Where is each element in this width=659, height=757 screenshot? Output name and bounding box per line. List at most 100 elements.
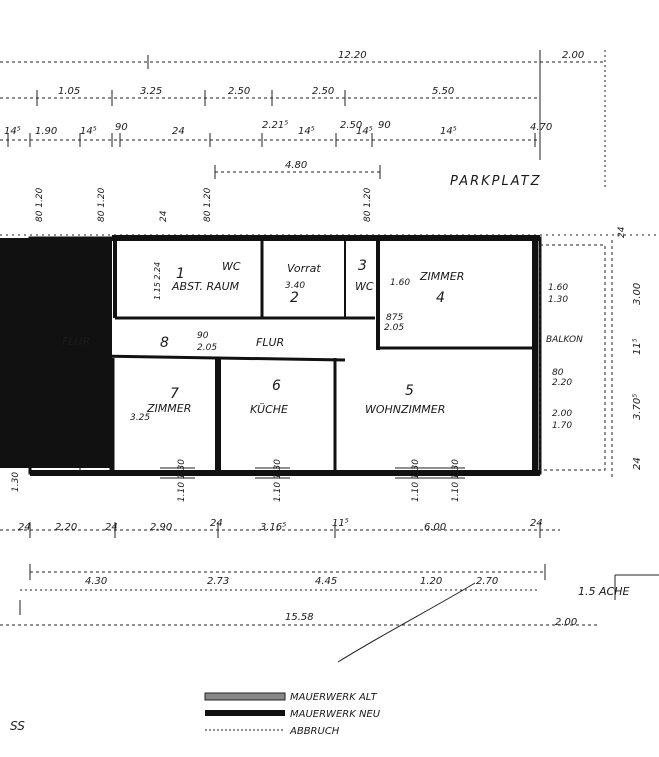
balcony xyxy=(539,244,606,471)
dimension-labels-top: 12.20 2.00 1.05 3.25 2.50 2.50 5.50 14⁵ … xyxy=(4,50,584,171)
dim-row3-8: 2.50 xyxy=(340,120,362,131)
svg-text:2.90: 2.90 xyxy=(150,522,172,533)
svg-text:24: 24 xyxy=(530,518,543,529)
windows-bottom xyxy=(160,467,465,479)
dim-row3-10: 90 xyxy=(378,120,391,131)
room-5-name: WOHNZIMMER xyxy=(365,403,445,416)
parking-label: PARKPLATZ xyxy=(450,174,542,189)
svg-text:3.25: 3.25 xyxy=(130,413,150,423)
room-7-number: 7 xyxy=(170,386,179,402)
room-7-name: ZIMMER xyxy=(146,402,191,415)
dim-row3-2: 1.90 xyxy=(35,126,57,137)
svg-text:24: 24 xyxy=(105,522,118,533)
dim-row3-9: 14⁵ xyxy=(356,126,373,137)
room-1-name: ABST. RAUM xyxy=(171,280,240,293)
room-3-name: WC xyxy=(355,280,374,293)
dim-top-1: 1.05 xyxy=(58,86,80,97)
room-6-name: KÜCHE xyxy=(250,403,288,416)
room-flur-name: FLUR xyxy=(256,336,284,349)
room-8-number: 8 xyxy=(160,335,169,351)
svg-text:80 1.20: 80 1.20 xyxy=(35,187,45,222)
svg-text:24: 24 xyxy=(632,457,643,470)
svg-text:80 1.20: 80 1.20 xyxy=(363,187,373,222)
room-2-dim: 3.40 xyxy=(285,281,305,291)
svg-text:1.60: 1.60 xyxy=(548,283,568,293)
svg-text:1.30: 1.30 xyxy=(11,472,21,492)
room-4-name: ZIMMER xyxy=(419,270,464,283)
dim-row3-12: 4.70 xyxy=(530,122,552,133)
svg-text:80 1.20: 80 1.20 xyxy=(97,187,107,222)
corner-mark: SS xyxy=(10,719,25,733)
room-2-name: Vorrat xyxy=(287,262,321,275)
room-3-number: 3 xyxy=(358,258,367,274)
dim-row3-5: 24 xyxy=(172,126,185,137)
svg-text:1.10 1.30: 1.10 1.30 xyxy=(411,459,421,502)
svg-text:2.00: 2.00 xyxy=(555,617,577,628)
svg-text:1.70: 1.70 xyxy=(552,421,572,431)
dim-total-top: 12.20 xyxy=(338,50,367,61)
room-1-dim: 1.15 2.24 xyxy=(153,262,162,300)
svg-text:15.58: 15.58 xyxy=(285,612,314,623)
dim-row3-11: 14⁵ xyxy=(440,126,457,137)
svg-text:6.00: 6.00 xyxy=(424,522,446,533)
svg-text:2.73: 2.73 xyxy=(207,576,229,587)
dim-row3-7: 14⁵ xyxy=(298,126,315,137)
dim-corridor: 4.80 xyxy=(285,160,307,171)
dim-balcony-width: 2.00 xyxy=(562,50,584,61)
svg-text:24: 24 xyxy=(159,210,169,222)
redacted-area xyxy=(0,238,112,468)
dim-row3-6: 2.21⁵ xyxy=(262,120,288,131)
svg-text:2.00: 2.00 xyxy=(552,409,572,419)
opening-marks-top: 80 1.20 80 1.20 24 80 1.20 80 1.20 24 xyxy=(35,187,627,238)
dim-row3-1: 14⁵ xyxy=(4,126,21,137)
dim-top-3: 2.50 xyxy=(228,86,250,97)
svg-text:4.30: 4.30 xyxy=(85,576,107,587)
svg-text:80: 80 xyxy=(552,368,564,378)
svg-text:2.20: 2.20 xyxy=(55,522,77,533)
dimension-labels-bottom: 24 2.20 24 2.90 24 3.16⁵ 11⁵ 6.00 24 4.3… xyxy=(18,518,577,628)
legend-new-masonry: MAUERWERK NEU xyxy=(290,709,381,720)
room-6-number: 6 xyxy=(272,378,281,394)
svg-text:3.70⁵: 3.70⁵ xyxy=(632,394,643,420)
svg-text:11⁵: 11⁵ xyxy=(632,338,643,355)
svg-text:1.10 1.30: 1.10 1.30 xyxy=(177,459,187,502)
svg-text:3.00: 3.00 xyxy=(632,283,643,305)
svg-text:4.45: 4.45 xyxy=(315,576,337,587)
svg-text:1.10 1.30: 1.10 1.30 xyxy=(273,459,283,502)
dimension-labels-right: 3.00 11⁵ 3.70⁵ 24 xyxy=(632,283,643,470)
svg-text:1.20: 1.20 xyxy=(420,576,442,587)
svg-text:24: 24 xyxy=(18,522,31,533)
svg-text:875: 875 xyxy=(386,313,403,323)
legend: MAUERWERK ALT MAUERWERK NEU ABBRUCH xyxy=(204,692,381,737)
room-4-number: 4 xyxy=(436,290,445,306)
dim-row3-3: 14⁵ xyxy=(80,126,97,137)
svg-text:3.16⁵: 3.16⁵ xyxy=(260,522,286,533)
dimension-lines-top xyxy=(0,50,659,236)
inner-dims: 1.60 1.30 80 2.20 2.00 1.70 875 2.05 90 … xyxy=(130,278,572,431)
room-1-wc: WC xyxy=(222,260,241,273)
opening-marks-bottom: 1.10 1.30 1.10 1.30 1.10 1.30 1.10 1.30 … xyxy=(11,459,461,502)
svg-text:2.20: 2.20 xyxy=(552,378,572,388)
balcony-label: BALKON xyxy=(546,335,583,345)
dim-top-5: 5.50 xyxy=(432,86,454,97)
room-1-number: 1 xyxy=(176,266,185,282)
svg-text:90: 90 xyxy=(197,331,209,341)
legend-demolition: ABBRUCH xyxy=(289,726,340,737)
room-8-name: FLUR xyxy=(62,335,90,348)
dim-top-2: 3.25 xyxy=(140,86,162,97)
svg-text:2.05: 2.05 xyxy=(197,343,217,353)
room-5-number: 5 xyxy=(405,383,414,399)
room-2-number: 2 xyxy=(290,290,299,306)
legend-old-masonry: MAUERWERK ALT xyxy=(290,692,378,703)
svg-text:1.60: 1.60 xyxy=(390,278,410,288)
svg-text:24: 24 xyxy=(617,226,627,238)
dim-top-4: 2.50 xyxy=(312,86,334,97)
svg-text:80 1.20: 80 1.20 xyxy=(203,187,213,222)
neighbor-label: 1.5 ACHE xyxy=(578,585,629,598)
svg-text:1.10 1.30: 1.10 1.30 xyxy=(451,459,461,502)
room-labels: 1 ABST. RAUM WC 1.15 2.24 2 Vorrat 3.40 … xyxy=(62,258,583,416)
svg-text:11⁵: 11⁵ xyxy=(332,518,349,529)
svg-text:24: 24 xyxy=(210,518,223,529)
dim-row3-4: 90 xyxy=(115,122,128,133)
